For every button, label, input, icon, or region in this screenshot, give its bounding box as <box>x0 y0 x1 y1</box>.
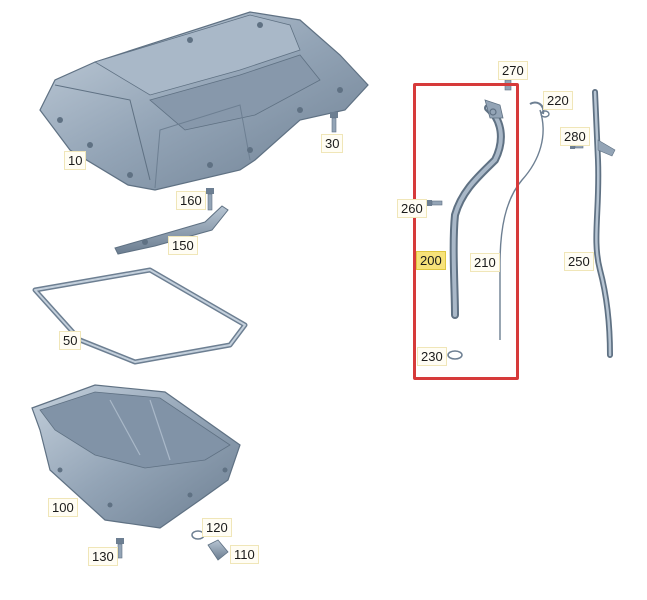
callout-30[interactable]: 30 <box>321 134 344 153</box>
bolt-160[interactable] <box>206 188 214 211</box>
callout-160[interactable]: 160 <box>176 191 206 210</box>
callout-250[interactable]: 250 <box>564 252 594 271</box>
bolt-130[interactable] <box>116 538 124 559</box>
callout-150[interactable]: 150 <box>168 236 198 255</box>
highlight-frame <box>413 83 519 380</box>
dipstick-guide-tube[interactable] <box>449 99 505 319</box>
dipstick-tube-250[interactable] <box>592 89 616 358</box>
callout-110[interactable]: 110 <box>230 545 259 564</box>
callout-230[interactable]: 230 <box>417 347 447 366</box>
drain-plug-110[interactable] <box>207 539 229 561</box>
bolt-30[interactable] <box>330 112 338 133</box>
o-ring-230[interactable] <box>447 350 463 360</box>
callout-100[interactable]: 100 <box>48 498 78 517</box>
lower-oil-pan[interactable] <box>31 384 241 529</box>
callout-130[interactable]: 130 <box>88 547 118 566</box>
callout-200[interactable]: 200 <box>416 251 446 270</box>
callout-120[interactable]: 120 <box>202 518 232 537</box>
callout-10[interactable]: 10 <box>64 151 87 170</box>
callout-220[interactable]: 220 <box>543 91 573 110</box>
callout-50[interactable]: 50 <box>59 331 82 350</box>
callout-280[interactable]: 280 <box>560 127 590 146</box>
seal-220[interactable] <box>540 110 550 118</box>
callout-270[interactable]: 270 <box>498 61 528 80</box>
callout-210[interactable]: 210 <box>470 253 500 272</box>
callout-260[interactable]: 260 <box>397 199 427 218</box>
bolt-260[interactable] <box>426 200 443 206</box>
oil-pickup-tube[interactable] <box>114 205 229 255</box>
upper-oil-pan[interactable] <box>39 11 369 191</box>
